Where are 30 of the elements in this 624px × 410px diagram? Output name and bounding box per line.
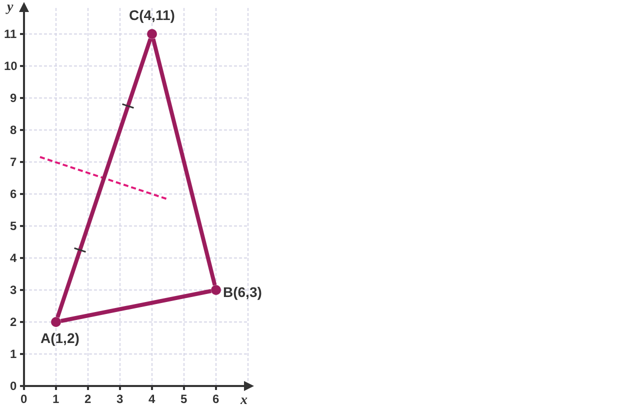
tick-label: 1 [10, 348, 17, 360]
point-label: A(1,2) [40, 331, 80, 345]
axis-label: x [240, 394, 248, 408]
point-marker [51, 317, 61, 327]
tick-label: 7 [10, 156, 17, 168]
tick-label: 3 [116, 393, 124, 405]
tick-label: 5 [180, 393, 188, 405]
point-marker [211, 285, 221, 295]
point-label: C(4,11) [129, 8, 175, 22]
tick-label: 3 [10, 284, 17, 296]
point-marker [147, 29, 157, 39]
tick-label: 11 [4, 28, 17, 40]
axis-label: y [7, 1, 14, 15]
tick-label: 2 [10, 316, 17, 328]
triangle-side [151, 38, 217, 286]
tick-label: 4 [10, 252, 17, 264]
tick-label: 6 [212, 393, 220, 405]
tick-label: 10 [4, 60, 18, 72]
point-label: B(6,3) [223, 285, 262, 299]
tick-label: 9 [10, 92, 17, 104]
tick-label: 4 [148, 393, 156, 405]
triangle-side [60, 289, 212, 323]
tick-label: 0 [20, 393, 28, 405]
tick-label: 1 [52, 393, 60, 405]
tick-label: 5 [10, 220, 17, 232]
tick-label: 2 [84, 393, 92, 405]
tick-label: 6 [10, 188, 17, 200]
triangle-side [56, 38, 152, 318]
tick-label: 0 [10, 380, 17, 392]
tick-label: 8 [10, 124, 17, 136]
